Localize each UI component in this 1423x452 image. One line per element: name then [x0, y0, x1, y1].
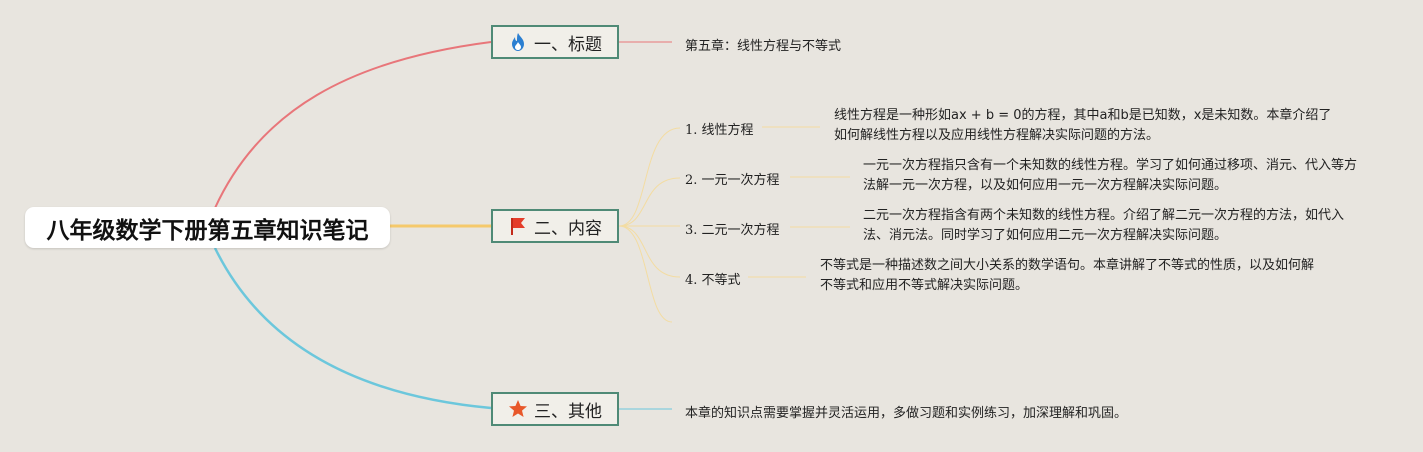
content-item-4[interactable]: 4. 不等式: [685, 273, 741, 288]
other-leaf[interactable]: 本章的知识点需要掌握并灵活运用，多做习题和实例练习，加深理解和巩固。: [685, 406, 1128, 421]
branch-content-label: 二、内容: [534, 218, 602, 239]
content-desc-1[interactable]: 线性方程是一种形如ax + b = 0的方程，其中a和b是已知数，x是未知数。本…: [834, 108, 1332, 143]
branch-content[interactable]: 二、内容: [491, 209, 619, 243]
star-icon: [508, 399, 528, 419]
title-leaf[interactable]: 第五章：线性方程与不等式: [685, 39, 842, 54]
fire-icon: [508, 32, 528, 52]
content-item-3[interactable]: 3. 二元一次方程: [685, 223, 780, 238]
link-content-2: [618, 177, 681, 227]
content-desc-3[interactable]: 二元一次方程指含有两个未知数的线性方程。介绍了解二元一次方程的方法，如代入法、消…: [863, 208, 1345, 243]
link-root-branch-3: [213, 247, 492, 410]
root-topic[interactable]: 八年级数学下册第五章知识笔记: [25, 207, 390, 248]
link-content-end: [618, 225, 673, 323]
branch-other-label: 三、其他: [534, 401, 602, 422]
content-desc-2[interactable]: 一元一次方程指只含有一个未知数的线性方程。学习了如何通过移项、消元、代入等方法解…: [863, 158, 1358, 193]
branch-title[interactable]: 一、标题: [491, 25, 619, 59]
content-fan-links: [618, 126, 850, 323]
content-desc-4[interactable]: 不等式是一种描述数之间大小关系的数学语句。本章讲解了不等式的性质，以及如何解不等…: [820, 258, 1315, 293]
content-item-2[interactable]: 2. 一元一次方程: [685, 173, 780, 188]
root-title: 八年级数学下册第五章知识笔记: [46, 217, 369, 244]
branch-other[interactable]: 三、其他: [491, 392, 619, 426]
content-item-1[interactable]: 1. 线性方程: [685, 123, 754, 138]
branch-title-label: 一、标题: [534, 34, 602, 55]
link-root-branch-1: [214, 41, 492, 209]
link-content-1: [618, 127, 681, 227]
flag-icon: [508, 216, 528, 236]
link-content-4: [618, 225, 681, 278]
